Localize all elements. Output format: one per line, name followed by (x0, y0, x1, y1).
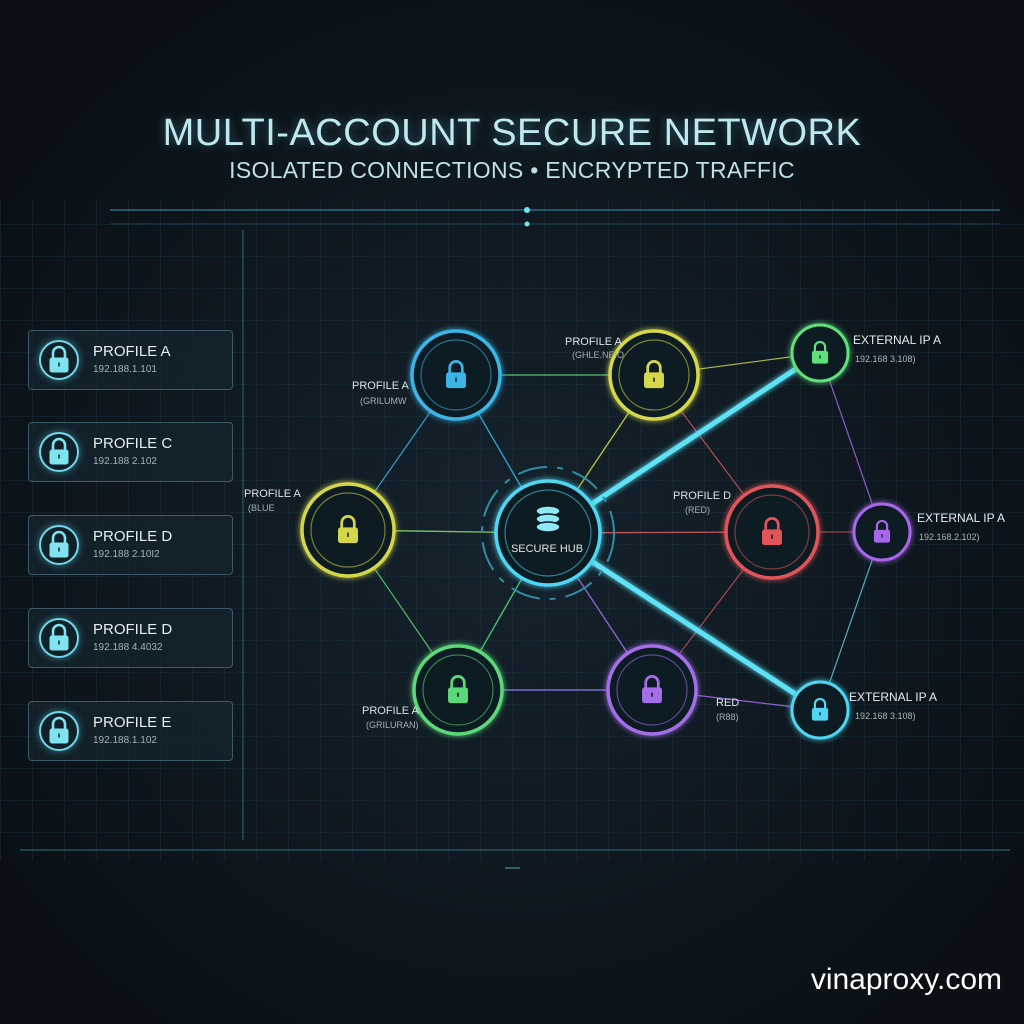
node-inner-ring (420, 339, 492, 411)
database-icon (535, 505, 561, 533)
node-inner-ring (310, 492, 386, 568)
profile-ip: 192.188 4.4032 (93, 642, 163, 653)
nodes (300, 323, 912, 740)
external-node-ext-top[interactable] (790, 323, 850, 383)
external-ip-top: 192.168 3.108) (855, 354, 916, 364)
profile-node-bottom-right[interactable] (606, 644, 698, 736)
beam-hub-ext-top (546, 350, 822, 536)
node-tag-bottom-left: (GRILURAN) (366, 720, 419, 730)
divider-dot (524, 207, 530, 213)
node-tag-mid-left: (BLUE (248, 503, 275, 513)
page-subtitle: ISOLATED CONNECTIONS • ENCRYPTED TRAFFIC (229, 157, 795, 183)
external-label-mid: EXTERNAL IP A (917, 511, 1006, 525)
profile-name: PROFILE D (93, 528, 173, 545)
link-ext-mid-ext-bottom (819, 531, 883, 711)
lock-icon (39, 340, 79, 380)
hub[interactable] (481, 466, 615, 600)
external-ip-mid: 192.168.2.102) (919, 532, 980, 542)
profile-ip: 192.188 2.10I2 (93, 549, 160, 560)
profile-card[interactable]: PROFILE C 192.188 2.102 (28, 422, 233, 482)
node-ring (494, 479, 602, 587)
node-tag-top-left: (GRILUMW (360, 396, 407, 406)
link-ext-top-ext-mid (819, 352, 883, 533)
node-label-top-right: PROFILE A (565, 336, 622, 348)
profile-card[interactable]: PROFILE D 192.188 4.4032 (28, 608, 233, 668)
node-label-top-left: PROFILE A (352, 380, 409, 392)
external-label-top: EXTERNAL IP A (853, 333, 942, 347)
profile-ip: 192.188.1.101 (93, 364, 157, 375)
profile-node-mid-left[interactable] (300, 482, 396, 578)
hub-outer-ring (481, 466, 615, 600)
profile-node-mid-right[interactable] (724, 484, 820, 580)
node-inner-ring (504, 489, 592, 577)
node-inner-ring (616, 654, 688, 726)
page-title: MULTI-ACCOUNT SECURE NETWORK (162, 112, 862, 154)
profile-name: PROFILE C (93, 435, 173, 452)
node-label-bottom-right: RED (716, 697, 740, 709)
node-inner-ring (618, 339, 690, 411)
divider-dot-2 (524, 221, 530, 227)
lock-icon (39, 432, 79, 472)
node-label-bottom-left: PROFILE A (362, 705, 419, 717)
profile-name: PROFILE A (93, 343, 171, 360)
external-node-ext-mid[interactable] (852, 502, 912, 562)
profile-card[interactable]: PROFILE D 192.188 2.10I2 (28, 515, 233, 575)
lock-icon (39, 711, 79, 751)
profile-node-top-right[interactable] (608, 329, 700, 421)
node-label-mid-right: PROFILE D (673, 490, 732, 502)
node-tag-mid-right: (RED) (685, 505, 710, 515)
lock-icon (39, 618, 79, 658)
lock-icon (39, 525, 79, 565)
profile-ip: 192.188.1.102 (93, 735, 157, 746)
node-inner-ring (734, 494, 810, 570)
external-node-ext-bottom[interactable] (790, 680, 850, 740)
profile-card[interactable]: PROFILE A 192.188.1.101 (28, 330, 233, 390)
profile-node-top-left[interactable] (410, 329, 502, 421)
profile-ip: 192.188 2.102 (93, 456, 157, 467)
profile-name: PROFILE E (93, 714, 172, 731)
watermark: vinaproxy.com (810, 963, 1002, 996)
beam-hub-ext-bottom (546, 530, 822, 713)
hub-label: SECURE HUB (510, 543, 584, 555)
external-ip-bottom: 192.168 3.108) (855, 711, 916, 721)
profile-name: PROFILE D (93, 621, 173, 638)
node-tag-bottom-right: (R88) (716, 712, 739, 722)
profile-card[interactable]: PROFILE E 192.188.1.102 (28, 701, 233, 761)
node-label-mid-left: PROFILE A (244, 488, 301, 500)
node-inner-ring (422, 654, 494, 726)
node-tag-top-right: (GHLE.NEIO (572, 350, 625, 360)
external-label-bottom: EXTERNAL IP A (849, 690, 938, 704)
profile-node-bottom-left[interactable] (412, 644, 504, 736)
